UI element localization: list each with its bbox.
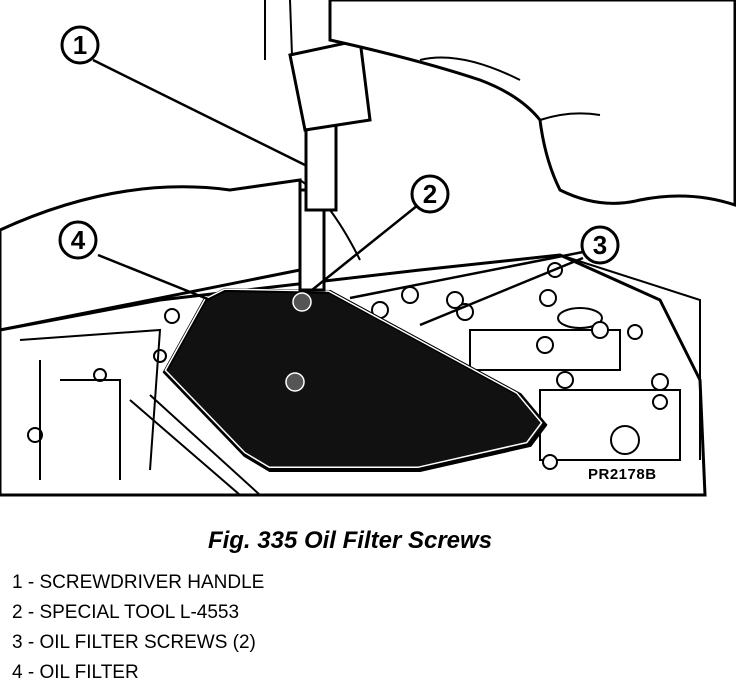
svg-text:2: 2	[423, 179, 437, 209]
callout-3: 3	[580, 225, 620, 265]
oil-filter-illustration: 1 2 3 4	[0, 0, 736, 497]
figure-caption: Fig. 335 Oil Filter Screws	[207, 527, 493, 554]
legend-list: 1 - SCREWDRIVER HANDLE 2 - SPECIAL TOOL …	[12, 568, 264, 688]
legend-item: 2 - SPECIAL TOOL L-4553	[12, 602, 240, 623]
filter-screw-center	[285, 372, 305, 392]
callout-2: 2	[410, 174, 450, 214]
svg-text:1: 1	[73, 30, 87, 60]
hand-drawing	[328, 0, 736, 207]
svg-text:3: 3	[593, 230, 607, 260]
figure-code: PR2178B	[588, 466, 657, 483]
screwdriver-drawing	[264, 0, 372, 292]
svg-text:4: 4	[71, 225, 86, 255]
legend-item: 3 - OIL FILTER SCREWS (2)	[12, 632, 256, 653]
filter-screw-top	[292, 292, 312, 312]
callout-4: 4	[58, 220, 98, 260]
oil-filter-shape	[162, 287, 548, 472]
callout-1: 1	[60, 25, 100, 65]
legend-item: 4 - OIL FILTER	[12, 662, 139, 683]
legend-item: 1 - SCREWDRIVER HANDLE	[12, 572, 265, 593]
